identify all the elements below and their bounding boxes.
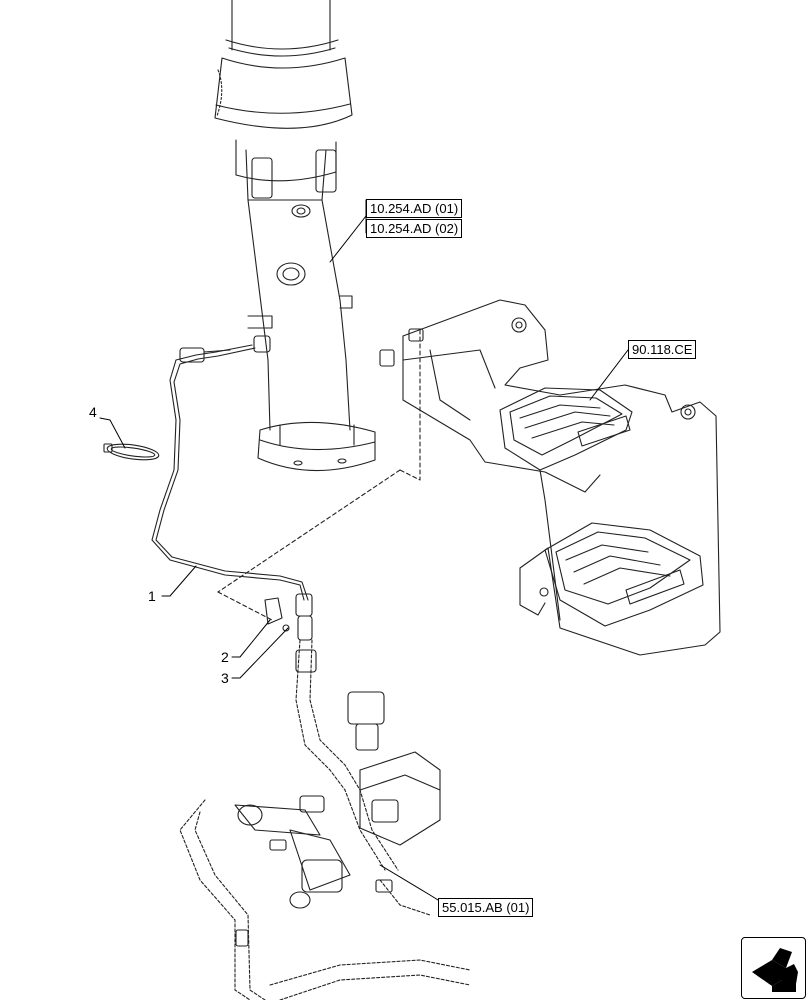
callout-item-3[interactable]: 3 xyxy=(221,670,229,686)
cable-tie xyxy=(103,443,160,461)
return-arrow-icon xyxy=(752,948,798,992)
reference-90-118-ce[interactable]: 90.118.CE xyxy=(628,340,697,359)
callout-item-2[interactable]: 2 xyxy=(221,649,229,665)
connector-bracket xyxy=(264,593,313,641)
pedal-bracket xyxy=(379,299,721,656)
steering-column xyxy=(214,0,376,472)
reference-55-015-ab-01[interactable]: 55.015.AB (01) xyxy=(438,898,534,917)
wiring-harness xyxy=(179,639,471,1000)
sensor-cable xyxy=(151,344,309,601)
leader-lines xyxy=(99,199,633,901)
harness-components xyxy=(234,649,441,947)
dashed-assembly-lines xyxy=(217,329,421,621)
reference-10-254-ad-01[interactable]: 10.254.AD (01) xyxy=(366,199,463,218)
callout-item-4[interactable]: 4 xyxy=(89,404,97,420)
return-button[interactable] xyxy=(741,937,806,999)
callout-item-1[interactable]: 1 xyxy=(148,588,156,604)
reference-10-254-ad-02[interactable]: 10.254.AD (02) xyxy=(366,219,463,238)
